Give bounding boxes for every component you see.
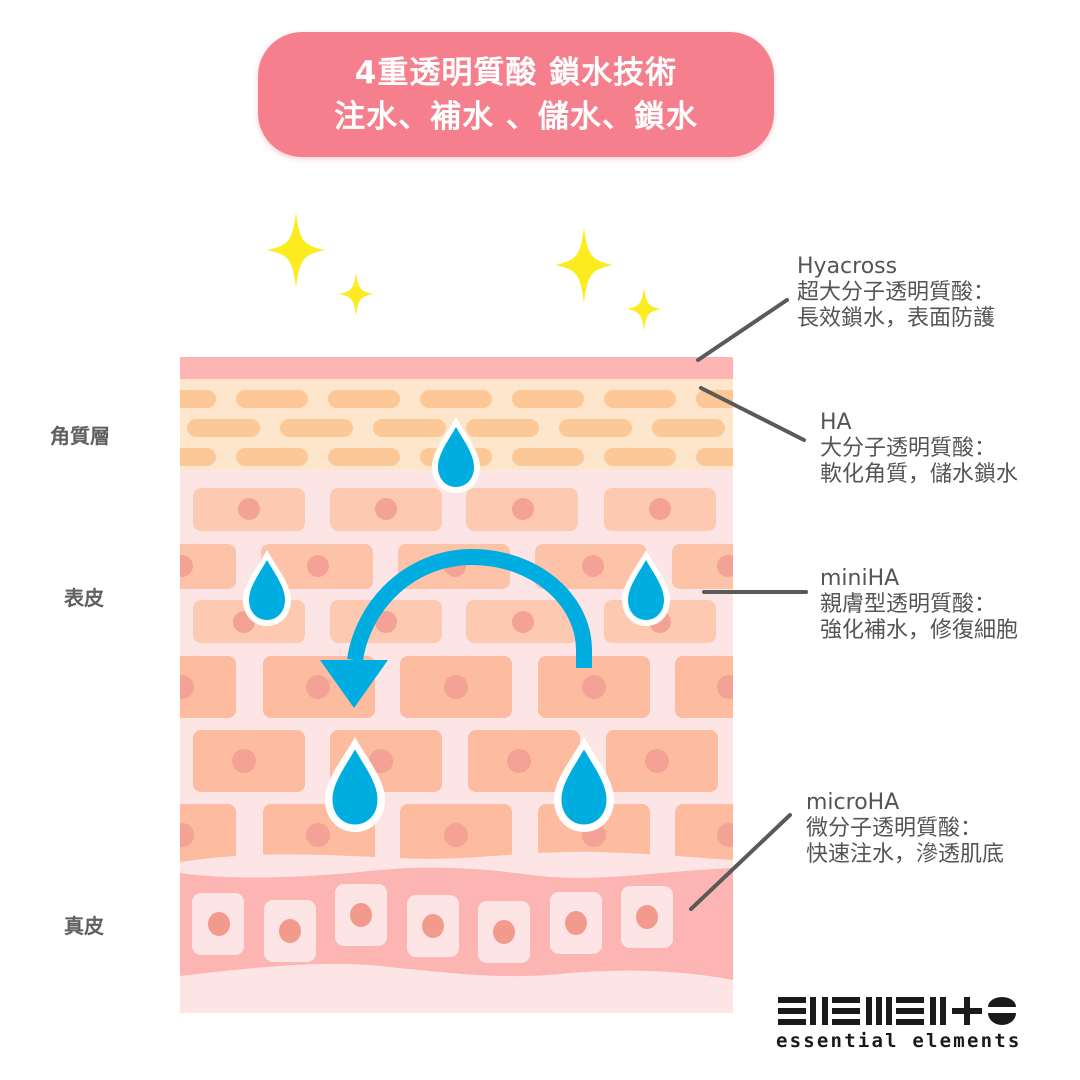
brand-name: essential elements: [776, 1030, 1022, 1052]
title-line-2: 注水、補水 、儲水、鎖水: [334, 98, 698, 135]
layer-label-stratum-corneum: 角質層: [50, 424, 110, 448]
callout-name: miniHA: [820, 566, 900, 591]
circulation-arrow-icon: [320, 548, 592, 708]
callout-desc-1: 親膚型透明質酸：: [820, 592, 997, 617]
callout-desc-1: 超大分子透明質酸：: [797, 280, 996, 305]
callout-lines: [689, 298, 808, 911]
callout-desc-1: 大分子透明質酸：: [820, 436, 997, 461]
layer-label-epidermis: 表皮: [64, 586, 104, 610]
callout-miniha: miniHA 親膚型透明質酸： 強化補水，修復細胞: [820, 566, 1018, 644]
surface-band: [180, 357, 733, 379]
callout-desc-1: 微分子透明質酸：: [806, 816, 983, 841]
sparkle-icon: [627, 287, 661, 331]
sparkle-icon: [555, 227, 613, 303]
callout-desc-2: 長效鎖水，表面防護: [797, 306, 996, 331]
callout-microha: microHA 微分子透明質酸： 快速注水，滲透肌底: [806, 790, 1004, 868]
callout-desc-2: 軟化角質，儲水鎖水: [820, 462, 1019, 487]
callout-hyacross: Hyacross 超大分子透明質酸： 長效鎖水，表面防護: [797, 254, 995, 332]
sparkle-icon: [339, 272, 373, 316]
sparkle-icons: [267, 212, 661, 331]
callout-name: microHA: [806, 790, 900, 815]
layer-label-dermis: 真皮: [64, 914, 104, 938]
callout-desc-2: 快速注水，滲透肌底: [806, 842, 1005, 867]
epidermis-cells: [180, 488, 733, 866]
brand-logo-icon: [778, 997, 1016, 1025]
sparkle-icon: [267, 212, 325, 288]
callout-name: Hyacross: [797, 254, 898, 279]
callout-ha: HA 大分子透明質酸： 軟化角質，儲水鎖水: [820, 410, 1018, 488]
callout-desc-2: 強化補水，修復細胞: [820, 618, 1019, 643]
title-banner: 4重透明質酸 鎖水技術 注水、補水 、儲水、鎖水: [258, 32, 774, 157]
callout-name: HA: [820, 410, 852, 435]
title-line-1: 4重透明質酸 鎖水技術: [354, 54, 678, 91]
